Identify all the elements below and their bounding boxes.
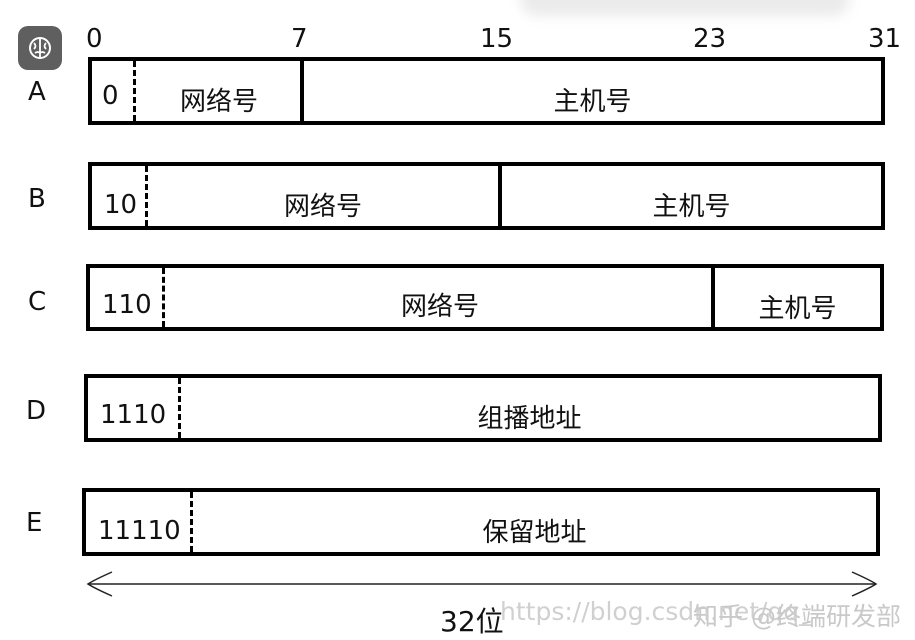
class-label-a: A — [28, 77, 46, 107]
class-e-reserved-field: 保留地址 — [482, 518, 587, 548]
class-b-row: 10 网络号 主机号 — [88, 162, 885, 230]
class-c-row: 110 网络号 主机号 — [86, 264, 884, 331]
class-label-b: B — [28, 184, 46, 214]
class-a-prefix: 0 — [102, 81, 119, 111]
brand-watermark: 知乎 @终端研发部 — [693, 602, 901, 631]
class-label-c: C — [28, 287, 47, 317]
url-watermark: https://blog.csdn.net/qq_ — [500, 597, 812, 626]
prefix-divider — [133, 61, 136, 121]
class-e-row: 11110 保留地址 — [82, 488, 880, 556]
prefix-divider — [145, 166, 148, 226]
class-b-network-field: 网络号 — [283, 192, 362, 222]
blurred-banner — [520, 0, 850, 16]
prefix-divider — [162, 268, 165, 327]
class-d-prefix: 1110 — [100, 400, 167, 430]
class-a-host-field: 主机号 — [553, 87, 632, 117]
class-d-row: 1110 组播地址 — [84, 374, 882, 442]
class-d-multicast-field: 组播地址 — [477, 404, 582, 434]
class-a-network-field: 网络号 — [179, 87, 258, 117]
bit-tick-15: 15 — [480, 24, 514, 54]
class-e-prefix: 11110 — [98, 516, 181, 546]
bit-tick-23: 23 — [693, 24, 727, 54]
brain-icon — [29, 37, 51, 59]
class-b-host-field: 主机号 — [652, 192, 731, 222]
app-icon[interactable] — [18, 26, 62, 70]
class-c-network-field: 网络号 — [400, 292, 479, 322]
prefix-divider — [178, 378, 181, 438]
class-b-prefix: 10 — [104, 190, 138, 220]
bit-tick-7: 7 — [291, 24, 308, 54]
class-label-e: E — [26, 508, 43, 538]
class-label-d: D — [26, 396, 47, 426]
field-divider — [300, 61, 304, 121]
width-double-arrow — [86, 571, 878, 597]
prefix-divider — [190, 492, 193, 552]
total-width-label: 32位 — [440, 605, 504, 638]
class-a-row: 0 网络号 主机号 — [88, 57, 885, 125]
bit-tick-0: 0 — [86, 24, 103, 54]
bit-tick-31: 31 — [868, 24, 902, 54]
field-divider — [711, 268, 715, 327]
class-c-prefix: 110 — [102, 290, 152, 320]
field-divider — [498, 166, 502, 226]
class-c-host-field: 主机号 — [758, 294, 837, 324]
